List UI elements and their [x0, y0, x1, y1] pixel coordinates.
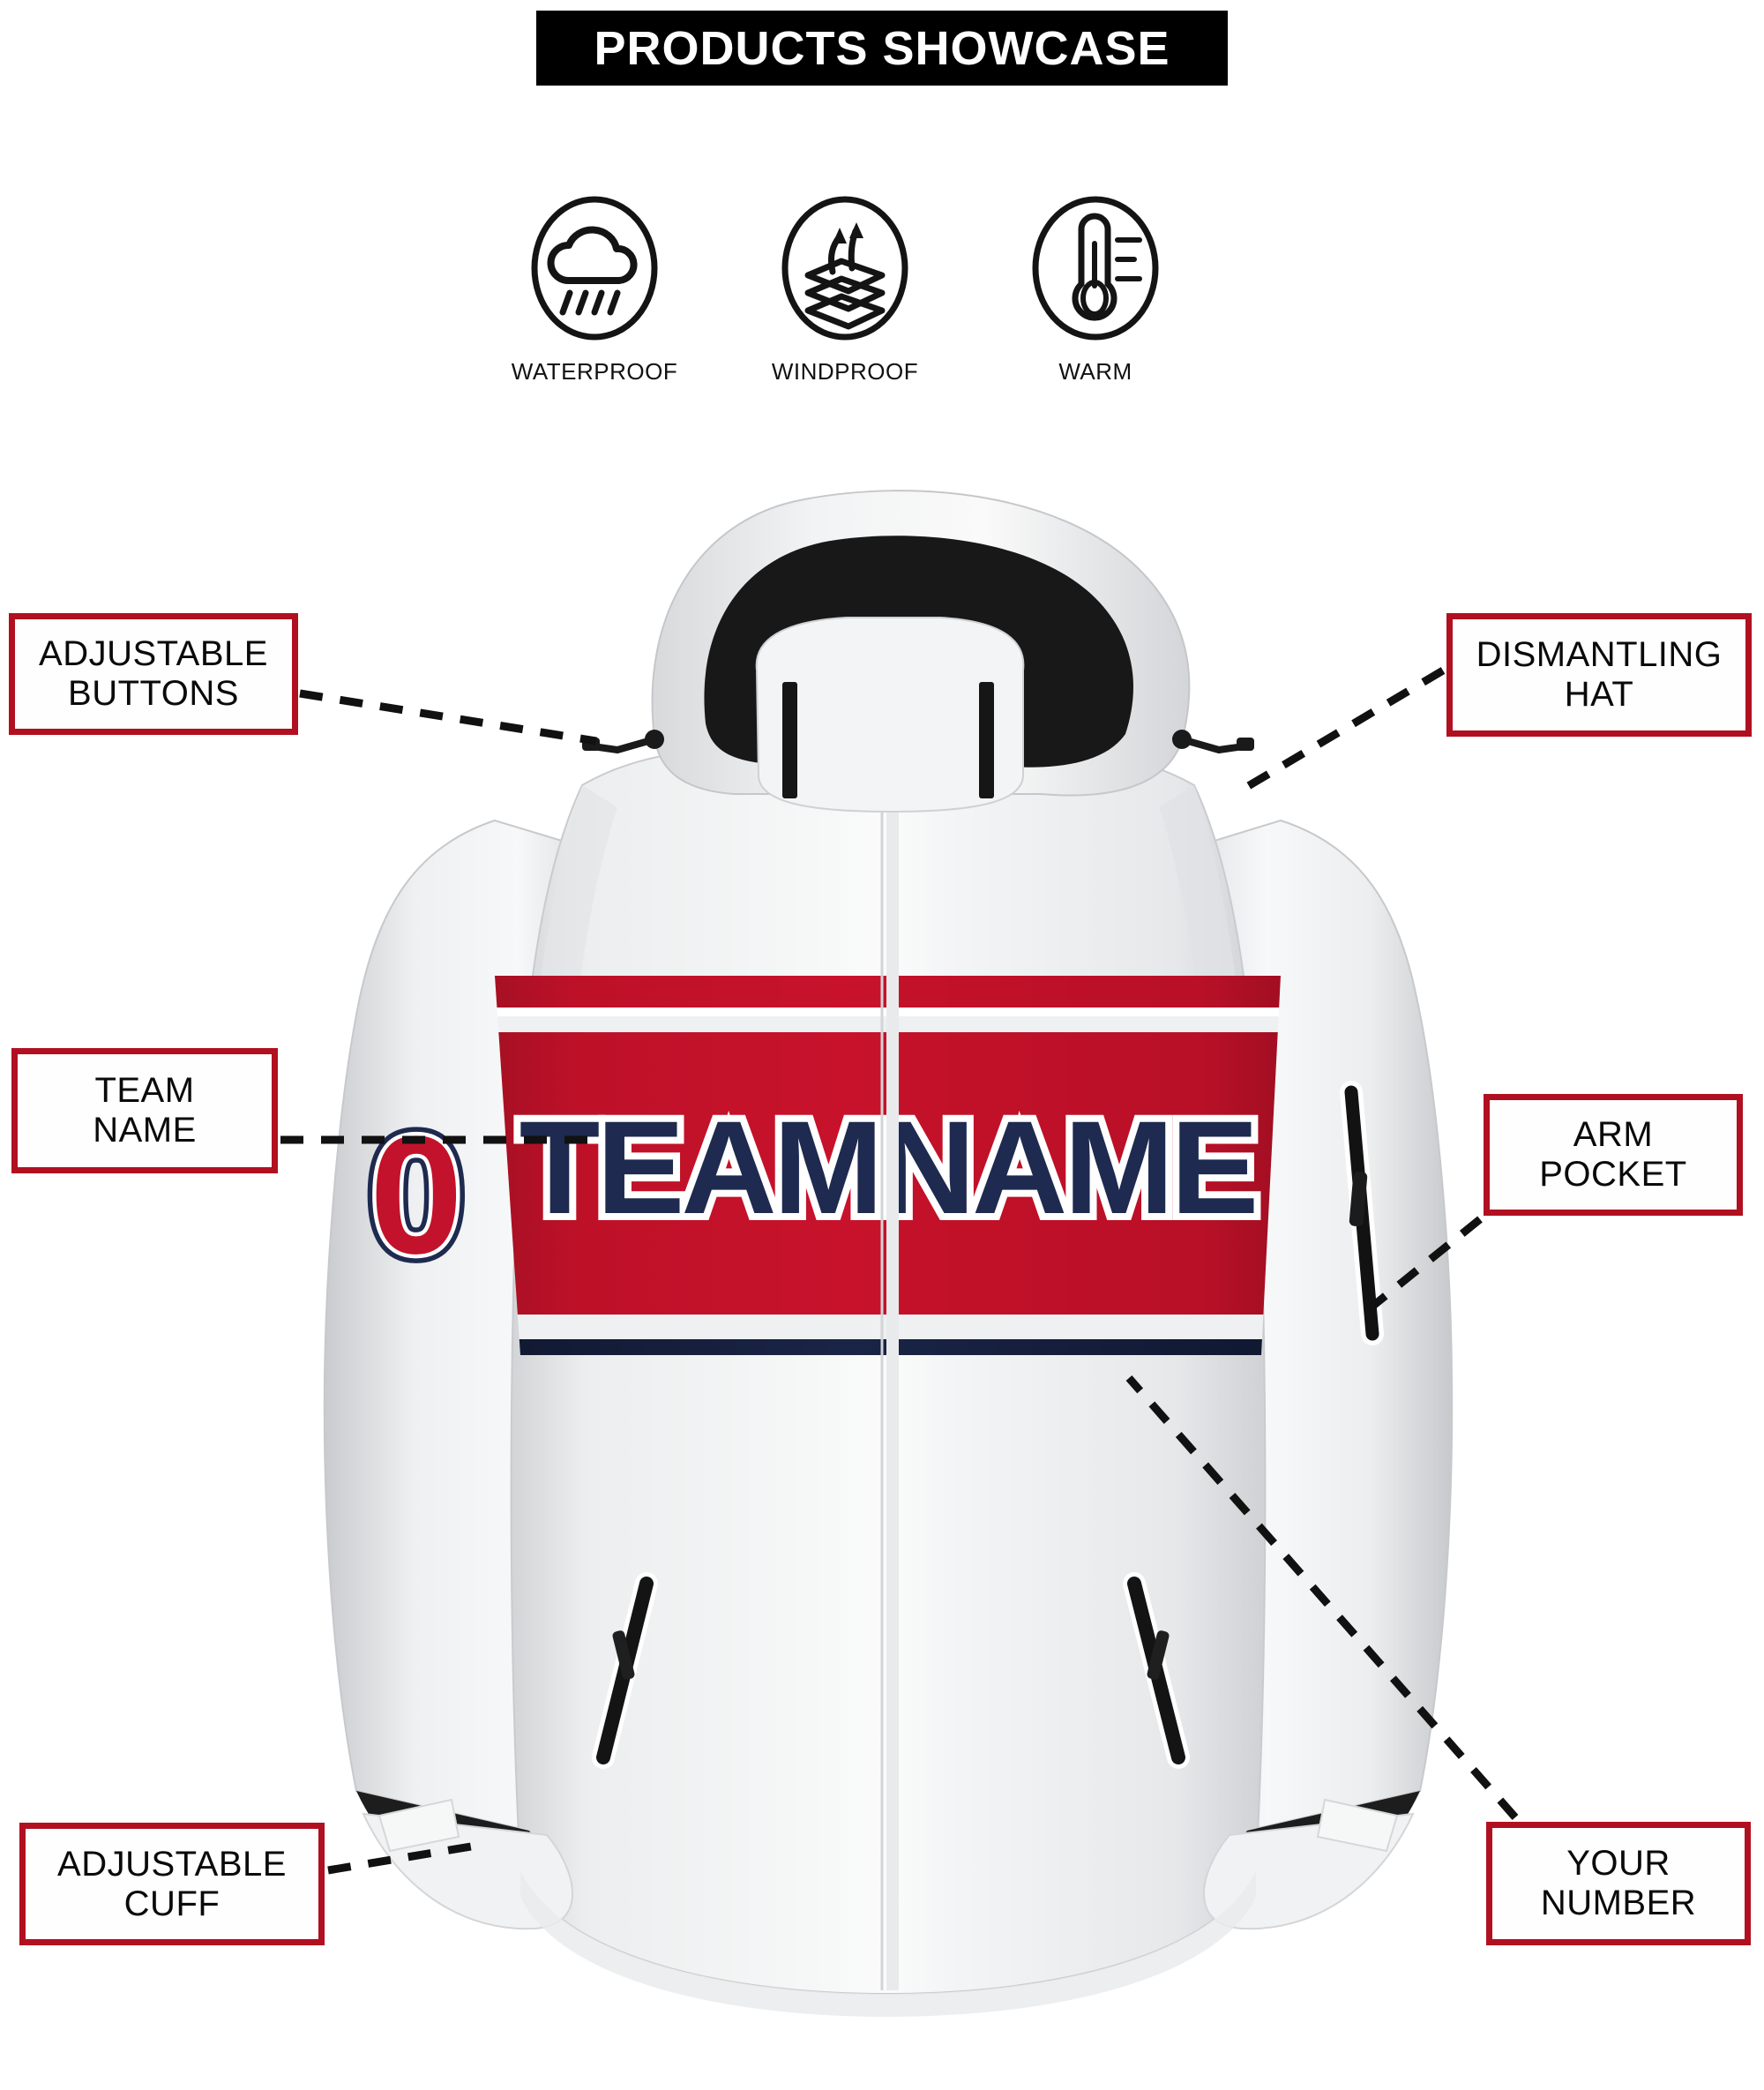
callout-line-2: HAT [1564, 675, 1634, 714]
collar-snap-strip-right [979, 682, 994, 798]
jacket-hem [520, 1870, 1256, 2017]
page-title: PRODUCTS SHOWCASE [594, 21, 1170, 75]
jacket-sleeve-number-outer: 0 [370, 1102, 463, 1289]
callout-line-1: DISMANTLING [1476, 635, 1723, 675]
callout-line-2: NAME [93, 1111, 197, 1150]
feature-label-windproof: WINDPROOF [771, 358, 919, 385]
feature-windproof: WINDPROOF [744, 192, 946, 413]
callout-line-2: POCKET [1539, 1155, 1687, 1194]
callout-line-1: ADJUSTABLE [57, 1844, 287, 1884]
callout-adjustable-cuff: ADJUSTABLE CUFF [19, 1823, 325, 1945]
jacket-collar [755, 617, 1025, 813]
callout-arm-pocket: ARM POCKET [1484, 1094, 1743, 1216]
callout-line-1: TEAM [94, 1071, 195, 1111]
callout-line-1: ARM [1573, 1115, 1654, 1155]
hood-drawcord-toggle-right [1172, 730, 1254, 754]
feature-label-waterproof: WATERPROOF [511, 358, 678, 385]
callout-line-2: BUTTONS [68, 674, 239, 713]
hand-pocket-zipper-left [592, 1572, 658, 1769]
feature-label-warm: WARM [1058, 358, 1132, 385]
callout-your-number: YOUR NUMBER [1486, 1822, 1751, 1945]
callout-adjustable-buttons: ADJUSTABLE BUTTONS [9, 613, 298, 735]
callout-line-2: NUMBER [1540, 1884, 1697, 1922]
callout-line-1: YOUR [1566, 1844, 1671, 1884]
collar-snap-strip-left [782, 682, 797, 798]
callout-team-name: TEAM NAME [11, 1048, 278, 1173]
rain-cloud-icon [525, 192, 664, 344]
hood-drawcord-toggle-left [582, 730, 664, 754]
feature-badges-row: WATERPROOF WINDPROOF [494, 192, 1270, 413]
cuff-velcro-tab-left [377, 1798, 460, 1853]
thermometer-icon [1026, 192, 1165, 344]
fabric-layers-airflow-icon [775, 192, 915, 344]
feature-waterproof: WATERPROOF [494, 192, 695, 413]
callout-dismantling-hat: DISMANTLING HAT [1446, 613, 1752, 737]
jacket-sleeve-number: 0 [370, 1102, 463, 1289]
callout-line-1: ADJUSTABLE [39, 634, 268, 674]
page-title-banner: PRODUCTS SHOWCASE [536, 11, 1228, 86]
feature-warm: WARM [995, 192, 1196, 413]
callout-line-2: CUFF [123, 1884, 220, 1923]
